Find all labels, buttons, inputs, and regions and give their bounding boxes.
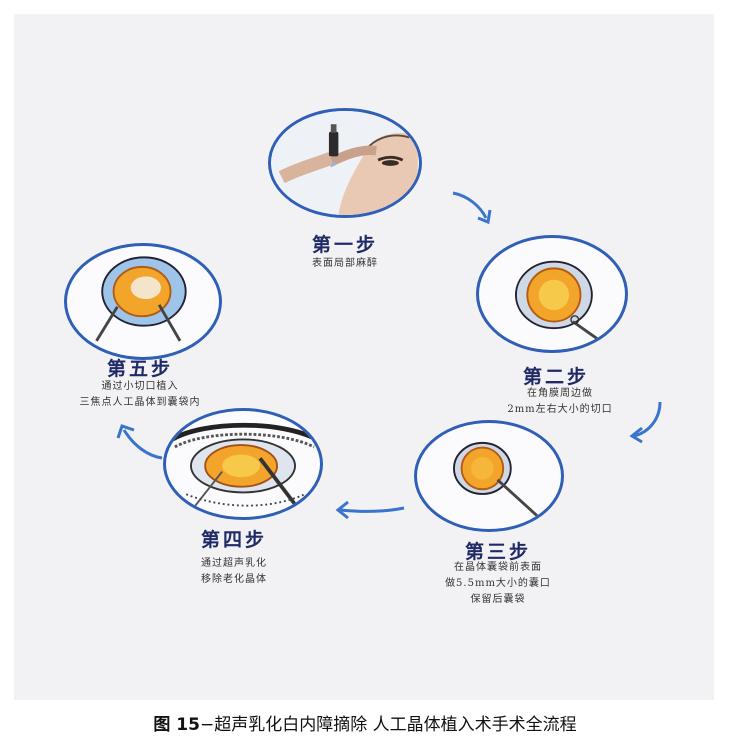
figure-caption-text: −超声乳化白内障摘除 人工晶体植入术手术全流程 (199, 715, 577, 735)
arrow-step1-to-step2-icon (452, 191, 492, 225)
capsulotomy-eye-icon (453, 441, 541, 519)
step1-title: 第一步 (311, 234, 379, 256)
step4-title: 第四步 (200, 529, 268, 551)
step1-illustration (268, 108, 422, 218)
step2-desc: 在角膜周边做 2mm左右大小的切口 (507, 386, 612, 418)
step2-title: 第二步 (522, 366, 590, 388)
figure-label: 图 15 (153, 715, 200, 735)
step4-desc: 通过超声乳化 移除老化晶体 (201, 556, 267, 588)
step5-illustration (64, 243, 222, 360)
iol-implant-eye-icon (95, 256, 187, 342)
eye-drop-icon (272, 111, 418, 215)
step3-title: 第三步 (464, 541, 532, 563)
step4-desc-line: 移除老化晶体 (201, 574, 267, 585)
arrow-step3-to-step4-icon (335, 500, 405, 520)
step3-desc-line: 在晶体囊袋前表面 (454, 562, 542, 573)
step5-desc-line: 通过小切口植入 (101, 381, 179, 392)
arrow-step4-to-step5-icon (116, 424, 163, 460)
step3-illustration (414, 420, 564, 532)
arrow-step2-to-step3-icon (629, 401, 662, 444)
step2-desc-line: 在角膜周边做 (526, 388, 593, 399)
figure-caption: 图 15−超声乳化白内障摘除 人工晶体植入术手术全流程 (0, 710, 730, 735)
step5-title: 第五步 (106, 358, 174, 380)
step1-desc: 表面局部麻醉 (312, 256, 378, 272)
step1-desc-line: 表面局部麻醉 (312, 258, 378, 269)
step3-desc-line: 做5.5mm大小的囊口 (445, 578, 551, 589)
step5-desc: 通过小切口植入 三焦点人工晶体到囊袋内 (80, 379, 201, 411)
step2-desc-line: 2mm左右大小的切口 (507, 404, 613, 415)
step5-desc-line: 三焦点人工晶体到囊袋内 (79, 397, 201, 408)
step4-illustration (163, 408, 323, 520)
phaco-eye-icon (170, 422, 318, 509)
step3-desc: 在晶体囊袋前表面 做5.5mm大小的囊口 保留后囊袋 (445, 560, 551, 608)
incision-eye-icon (514, 260, 606, 346)
step3-desc-line: 保留后囊袋 (470, 594, 526, 605)
step4-desc-line: 通过超声乳化 (201, 558, 267, 569)
step2-illustration (476, 235, 628, 353)
